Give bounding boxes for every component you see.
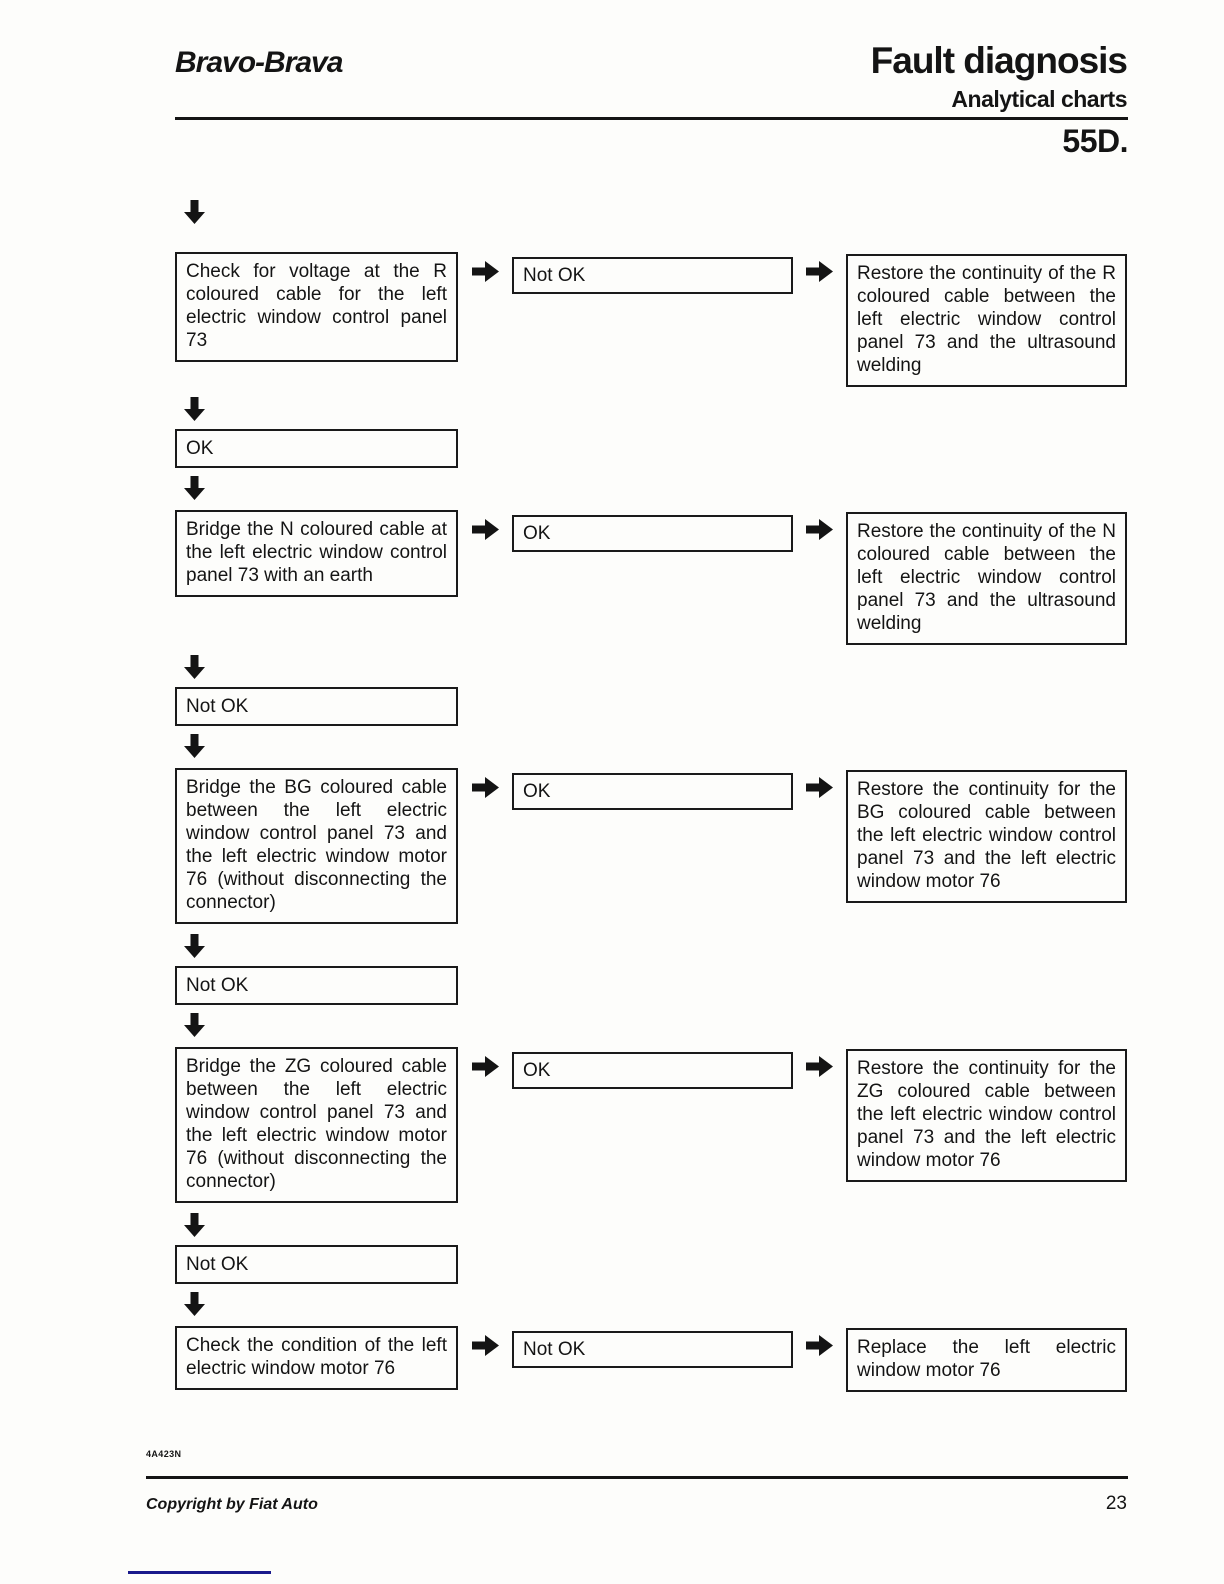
down-arrow-cell	[184, 1213, 1127, 1237]
down-arrow-cell	[184, 734, 1127, 758]
right-arrow-icon	[806, 261, 833, 282]
right-arrow-cell	[793, 252, 846, 282]
right-arrow-icon	[806, 519, 833, 540]
fault-diagnosis-flowchart: Check for voltage at the R coloured cabl…	[175, 200, 1127, 1402]
branch-result-box: OK	[512, 1052, 793, 1089]
down-arrow-icon	[184, 655, 205, 679]
flow-step-tail: Not OK	[175, 655, 1127, 758]
flow-step: Bridge the N coloured cable at the left …	[175, 510, 1127, 758]
right-arrow-cell	[793, 768, 846, 798]
down-arrow-cell	[184, 1292, 1127, 1316]
figure-reference-code: 4A423N	[146, 1449, 182, 1459]
right-arrow-cell	[458, 252, 512, 282]
down-arrow-icon	[184, 476, 205, 500]
down-arrow-icon	[184, 1213, 205, 1237]
header-divider	[175, 117, 1128, 120]
flow-step-row: Bridge the ZG coloured cable between the…	[175, 1047, 1127, 1203]
status-box: Not OK	[175, 966, 458, 1005]
copyright-notice: Copyright by Fiat Auto	[146, 1496, 318, 1513]
section-code: 55D.	[1062, 123, 1128, 159]
remedy-box: Restore the continuity for the BG colour…	[846, 770, 1127, 903]
flow-step-row: Check the condition of the left electric…	[175, 1326, 1127, 1392]
remedy-box: Restore the continuity of the R coloured…	[846, 254, 1127, 387]
down-arrow-icon	[184, 397, 205, 421]
flow-step-row: Check for voltage at the R coloured cabl…	[175, 252, 1127, 387]
flow-step-tail: Not OK	[175, 934, 1127, 1037]
flow-step: Bridge the BG coloured cable between the…	[175, 768, 1127, 1037]
branch-result-box: Not OK	[512, 1331, 793, 1368]
right-arrow-cell	[458, 1047, 512, 1077]
flow-step: Bridge the ZG coloured cable between the…	[175, 1047, 1127, 1316]
down-arrow-icon	[184, 934, 205, 958]
right-arrow-icon	[806, 1056, 833, 1077]
action-box: Bridge the N coloured cable at the left …	[175, 510, 458, 597]
right-arrow-cell	[458, 768, 512, 798]
flow-entry-arrow-cell	[184, 200, 1127, 224]
down-arrow-cell	[184, 397, 1127, 421]
down-arrow-cell	[184, 655, 1127, 679]
right-arrow-cell	[793, 1326, 846, 1356]
down-arrow-icon	[184, 200, 205, 224]
right-arrow-cell	[793, 510, 846, 540]
branch-result-box: Not OK	[512, 257, 793, 294]
bottom-accent-line	[128, 1571, 271, 1574]
flow-step-tail: OK	[175, 397, 1127, 500]
flow-step-row: Bridge the BG coloured cable between the…	[175, 768, 1127, 924]
down-arrow-icon	[184, 1013, 205, 1037]
flow-step-row: Bridge the N coloured cable at the left …	[175, 510, 1127, 645]
right-arrow-cell	[458, 510, 512, 540]
right-arrow-icon	[471, 1056, 499, 1077]
right-arrow-cell	[793, 1047, 846, 1077]
vehicle-model-title: Bravo-Brava	[175, 46, 343, 79]
flow-step: Check for voltage at the R coloured cabl…	[175, 252, 1127, 500]
right-arrow-icon	[806, 1335, 833, 1356]
down-arrow-icon	[184, 1292, 205, 1316]
remedy-box: Restore the continuity of the N coloured…	[846, 512, 1127, 645]
right-arrow-icon	[471, 519, 499, 540]
remedy-box: Restore the continuity for the ZG colour…	[846, 1049, 1127, 1182]
action-box: Check for voltage at the R coloured cabl…	[175, 252, 458, 362]
down-arrow-cell	[184, 934, 1127, 958]
down-arrow-cell	[184, 476, 1127, 500]
right-arrow-cell	[458, 1326, 512, 1356]
action-box: Check the condition of the left electric…	[175, 1326, 458, 1390]
right-arrow-icon	[471, 1335, 499, 1356]
page-number: 23	[1105, 1493, 1127, 1514]
action-box: Bridge the ZG coloured cable between the…	[175, 1047, 458, 1203]
branch-result-box: OK	[512, 773, 793, 810]
down-arrow-icon	[184, 734, 205, 758]
down-arrow-cell	[184, 1013, 1127, 1037]
action-box: Bridge the BG coloured cable between the…	[175, 768, 458, 924]
flow-step-tail: Not OK	[175, 1213, 1127, 1316]
right-arrow-icon	[471, 777, 499, 798]
page-title: Fault diagnosis	[870, 40, 1128, 81]
status-box: Not OK	[175, 1245, 458, 1284]
right-arrow-icon	[471, 261, 499, 282]
right-arrow-icon	[806, 777, 833, 798]
page-subtitle: Analytical charts	[951, 86, 1127, 112]
remedy-box: Replace the left electric window motor 7…	[846, 1328, 1127, 1392]
status-box: OK	[175, 429, 458, 468]
flow-step: Check the condition of the left electric…	[175, 1326, 1127, 1392]
footer-divider	[146, 1476, 1128, 1479]
status-box: Not OK	[175, 687, 458, 726]
branch-result-box: OK	[512, 515, 793, 552]
